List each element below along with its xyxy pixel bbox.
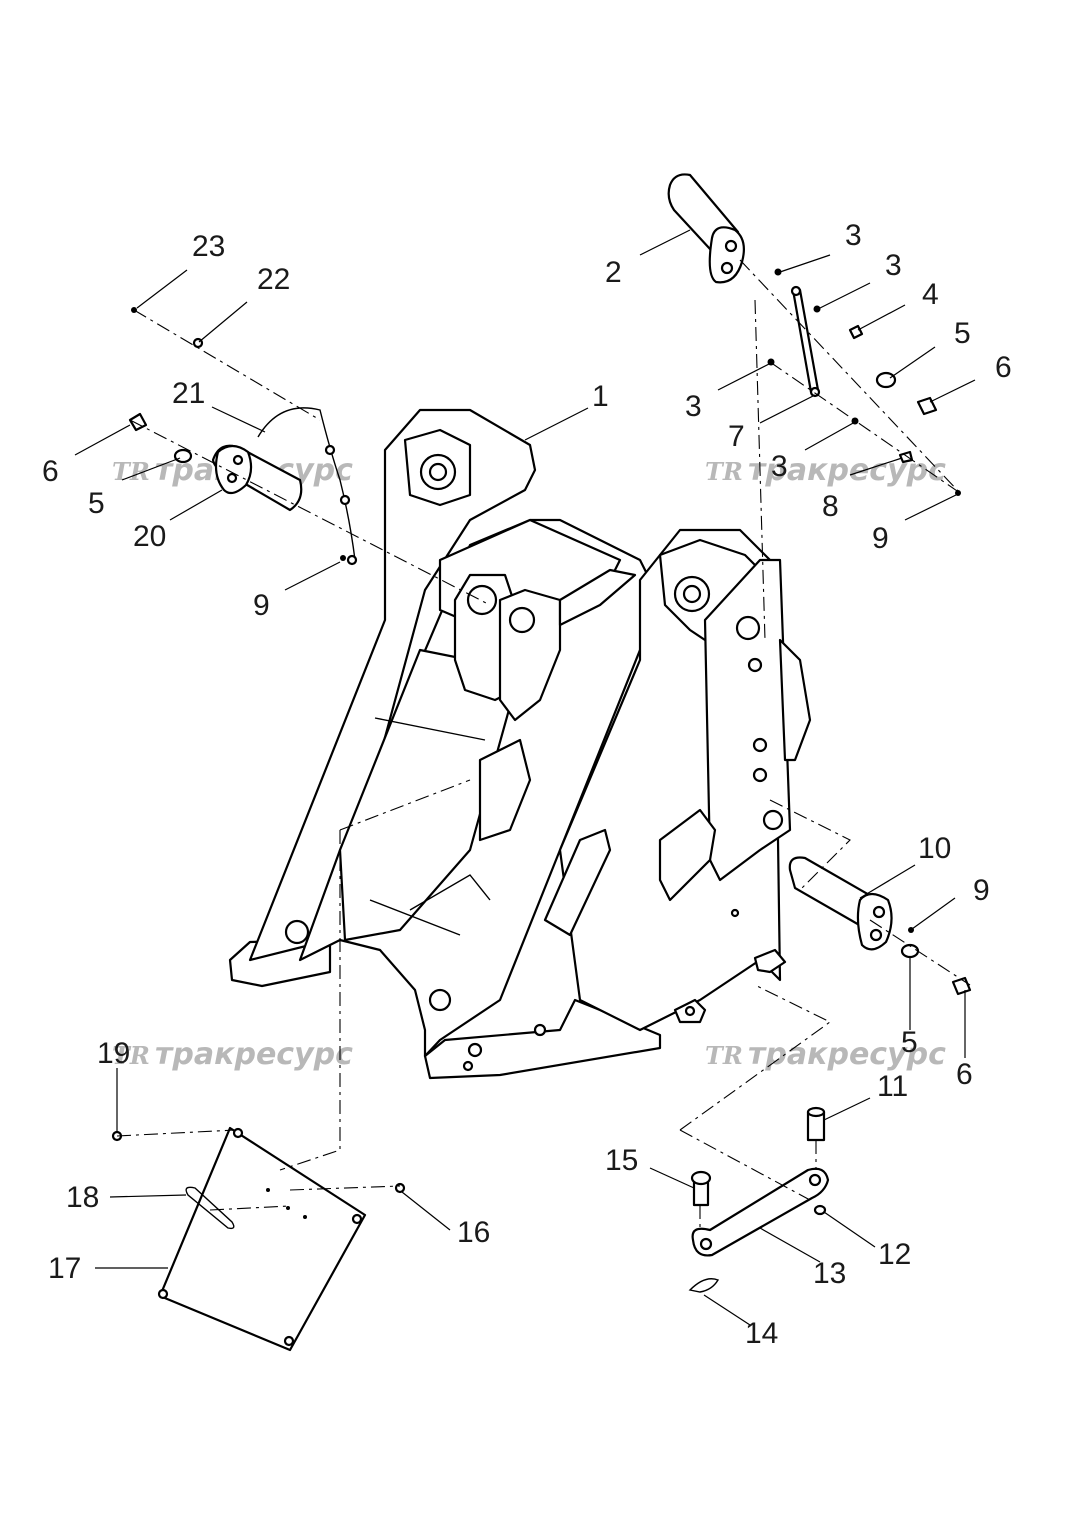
pin-11 [806,1106,826,1142]
callout-15: 15 [605,1144,638,1177]
callout-9: 9 [973,874,990,907]
pin-15 [690,1170,712,1207]
callout-8: 8 [822,490,839,523]
callout-5: 5 [901,1026,918,1059]
link-13 [691,1167,830,1257]
callout-21: 21 [172,377,205,410]
callout-14: 14 [745,1317,778,1350]
pin-10 [788,856,972,996]
callout-6: 6 [995,351,1012,384]
pin-2 [667,173,745,284]
cover-plate-17 [157,1126,367,1352]
watermark-text: тракресурс [748,453,946,488]
callout-16: 16 [457,1216,490,1249]
clip-14 [688,1278,720,1293]
callout-12: 12 [878,1238,911,1271]
callout-3: 3 [885,249,902,282]
watermark-logo: TR [705,457,743,486]
centerlines [116,259,971,1230]
callout-17: 17 [48,1252,81,1285]
hardware-upper-right [767,268,961,496]
watermark-text: тракресурс [155,1037,353,1072]
washer-12 [813,1204,827,1216]
watermark-top-right: TR тракресурс [705,453,946,488]
watermark-text: тракресурс [748,1037,946,1072]
callout-7: 7 [728,420,745,453]
leaders [74,229,976,1326]
callout-6: 6 [956,1058,973,1091]
callout-23: 23 [192,230,225,263]
callout-11: 11 [877,1070,908,1103]
callout-2: 2 [605,256,622,289]
watermark-logo: TR [112,1041,150,1070]
callout-5: 5 [954,317,971,350]
callout-13: 13 [813,1257,846,1290]
callout-6: 6 [42,455,59,488]
callout-3: 3 [685,390,702,423]
callout-3: 3 [771,450,788,483]
loader-frame [228,408,812,1080]
callout-3: 3 [845,219,862,252]
harness-21 [257,407,358,566]
callout-18: 18 [66,1181,99,1214]
callout-19: 19 [97,1037,130,1070]
pin-20 [211,444,303,512]
callout-labels: 1 2 3 3 3 3 4 5 6 7 8 9 23 22 21 6 5 20 … [42,219,1012,1350]
bolt-16 [394,1182,406,1194]
callout-4: 4 [922,278,939,311]
watermark-logo: TR [705,1041,743,1070]
callout-22: 22 [257,263,290,296]
callout-20: 20 [133,520,166,553]
watermark-bottom-left: TR тракресурс [112,1037,353,1072]
handle-18 [185,1186,235,1230]
watermark-bottom-right: TR тракресурс [705,1037,946,1072]
callout-5: 5 [88,487,105,520]
callout-9: 9 [253,589,270,622]
callout-9: 9 [872,522,889,555]
callout-10: 10 [918,832,951,865]
callout-1: 1 [592,380,609,413]
